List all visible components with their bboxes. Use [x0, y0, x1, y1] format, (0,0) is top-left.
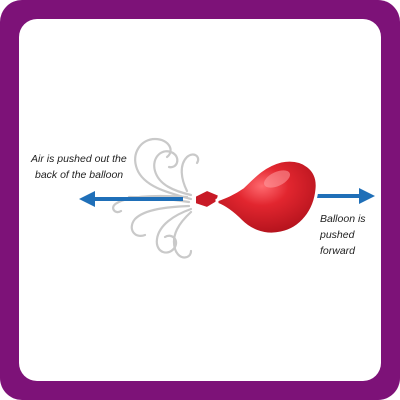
air-swirl-icon — [112, 137, 200, 259]
balloon-caption-line-2: pushed — [319, 229, 356, 241]
balloon-caption-line-1: Balloon is — [320, 213, 366, 225]
arrow-left-icon — [79, 191, 183, 207]
balloon-caption-line-3: forward — [320, 245, 356, 257]
arrow-right-icon — [317, 188, 375, 204]
air-caption-line-2: back of the balloon — [35, 169, 123, 181]
air-caption: Air is pushed out the back of the balloo… — [30, 153, 127, 181]
balloon-icon — [194, 158, 319, 236]
balloon-caption: Balloon is pushed forward — [319, 213, 366, 257]
diagram-card: Air is pushed out the back of the balloo… — [19, 19, 381, 381]
balloon-thrust-diagram: Air is pushed out the back of the balloo… — [30, 137, 375, 259]
air-caption-line-1: Air is pushed out the — [30, 153, 127, 165]
